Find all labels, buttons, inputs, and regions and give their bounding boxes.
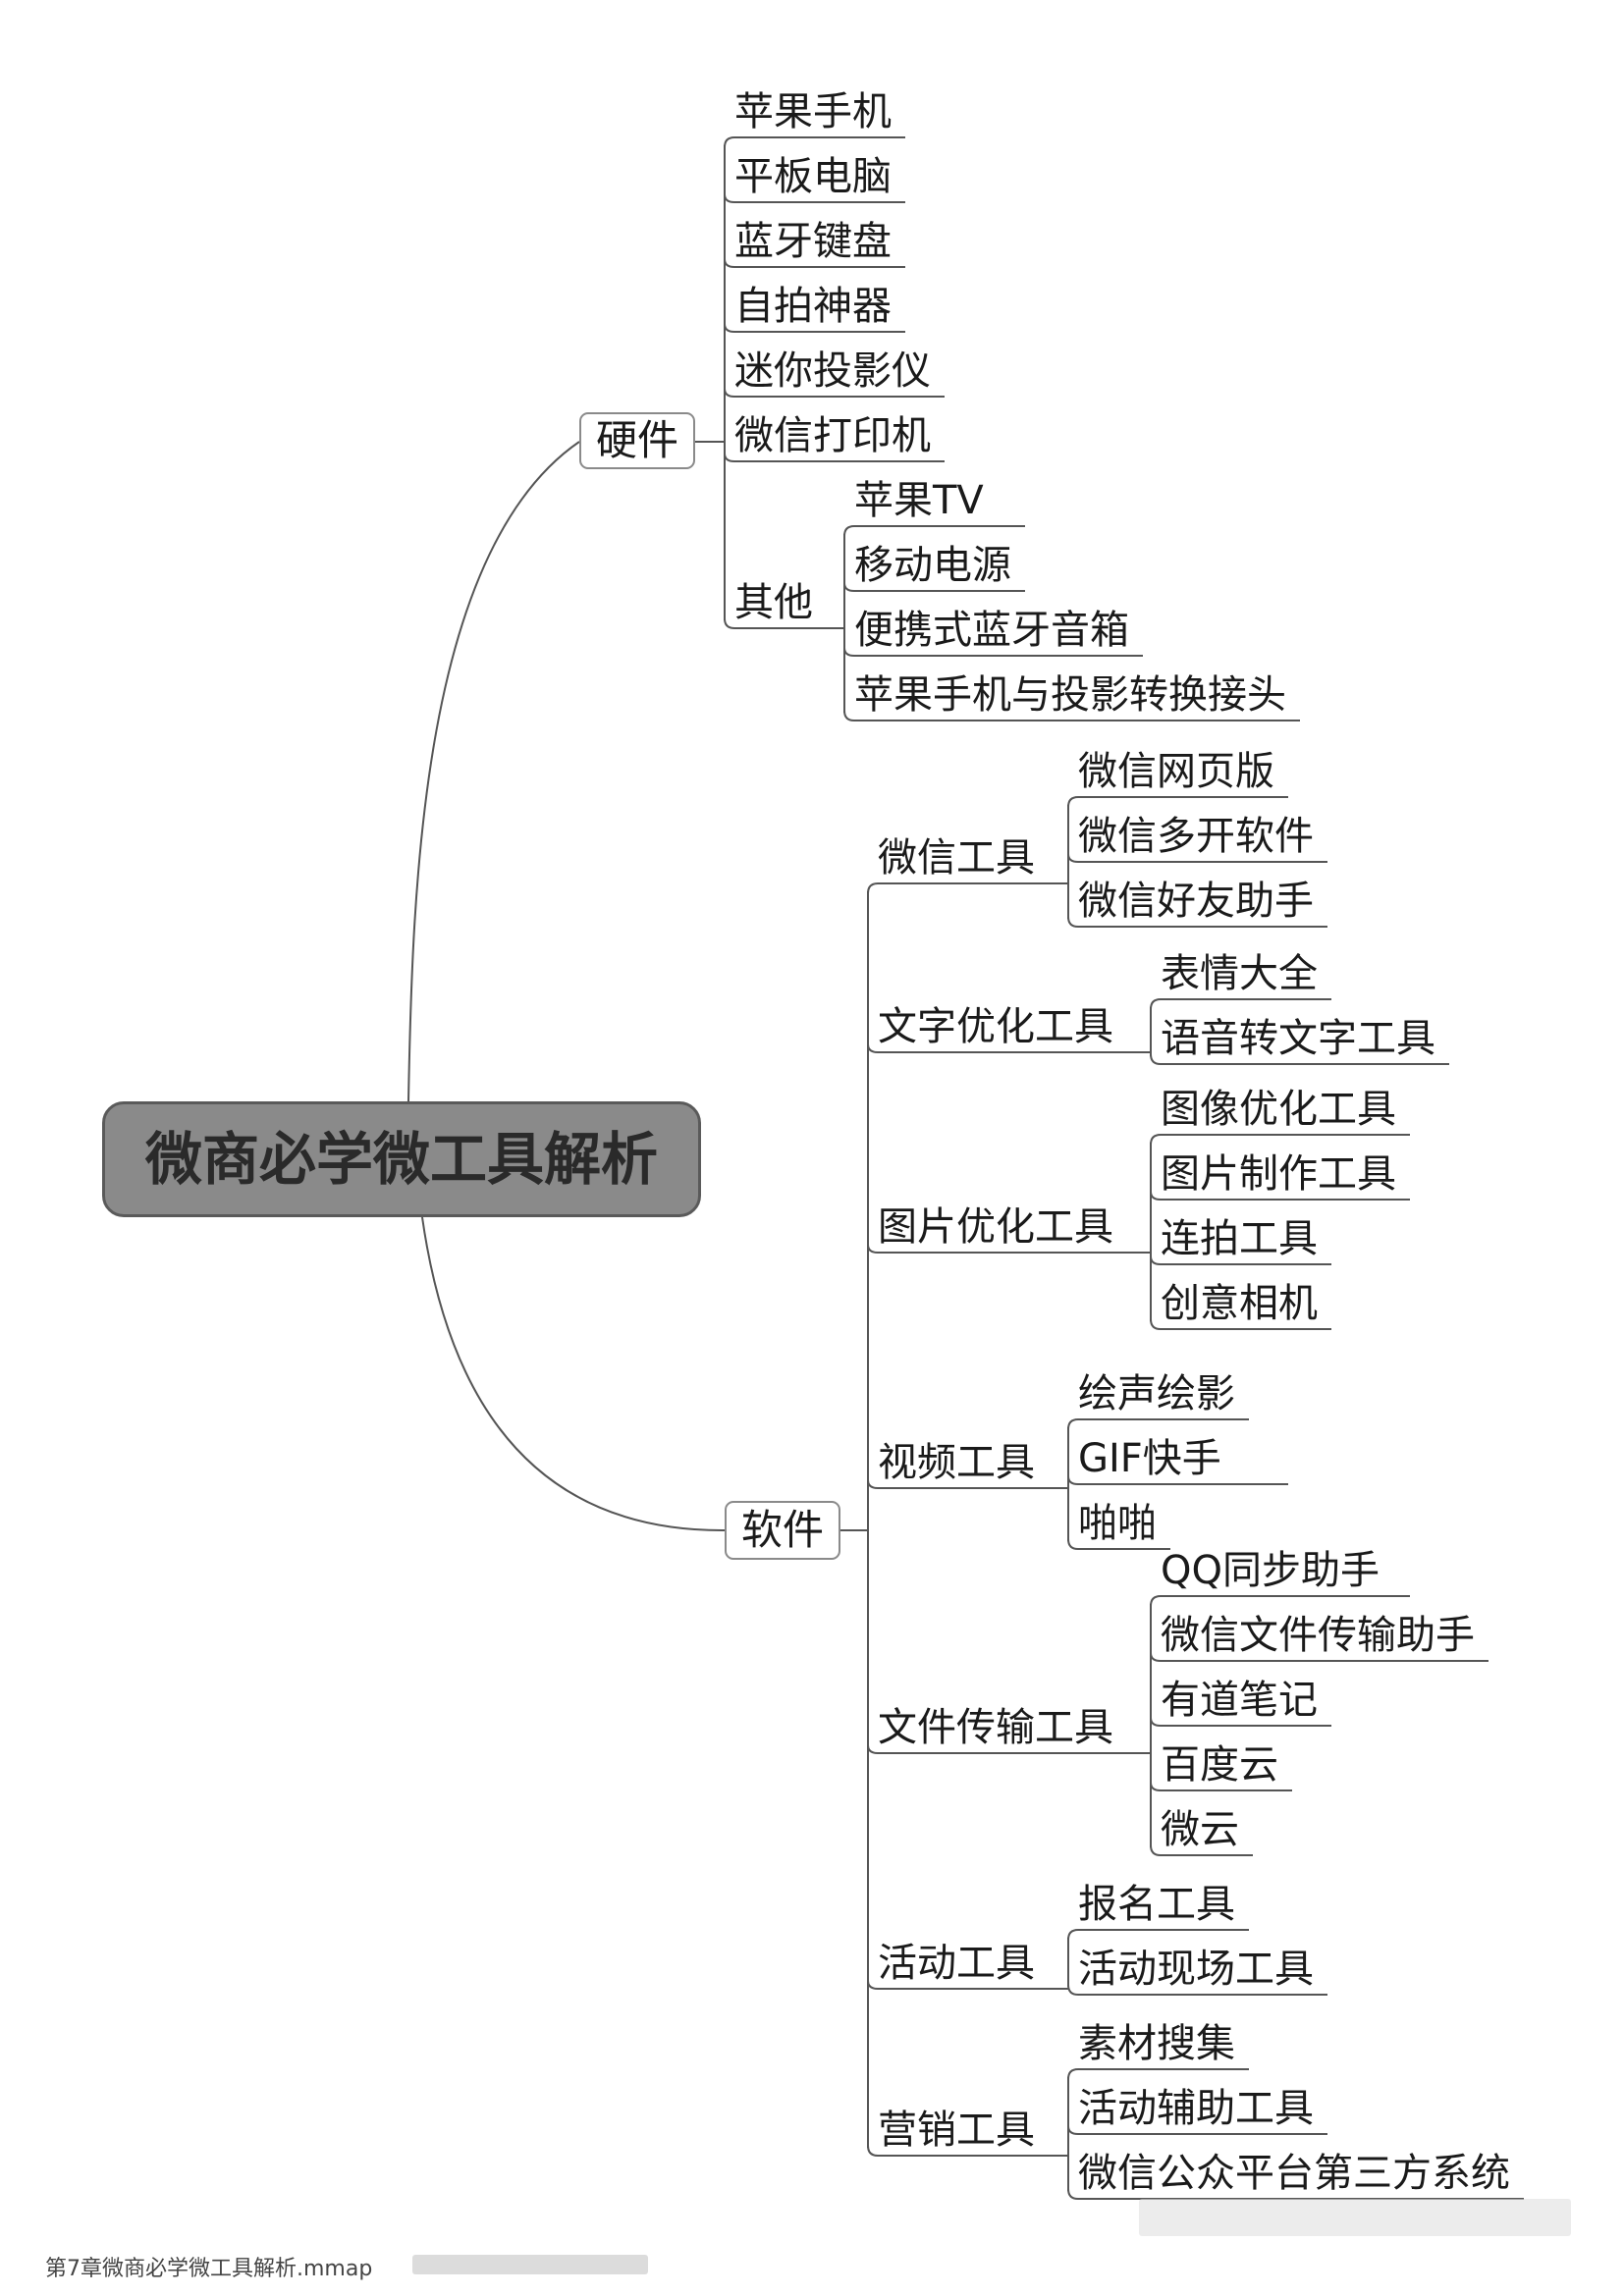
hardware-item[interactable]: 迷你投影仪 — [734, 348, 931, 394]
root-to-software-curve — [421, 1216, 726, 1532]
hardware-item[interactable]: 平板电脑 — [734, 154, 892, 199]
software-leaf-item[interactable]: GIF快手 — [1078, 1436, 1221, 1481]
software-bracket-joint — [867, 1744, 879, 1754]
software-group-bracket-joint — [1150, 1782, 1162, 1791]
other-item[interactable]: 苹果TV — [854, 478, 984, 523]
root-to-hardware-curve — [407, 441, 580, 1102]
other-bracket-joint — [843, 525, 855, 537]
software-group-bracket-joint — [1150, 1191, 1162, 1201]
hardware-bracket-joint — [724, 258, 735, 268]
software-group-node[interactable]: 微信工具 — [878, 835, 1035, 881]
software-leaf-item[interactable]: 连拍工具 — [1161, 1216, 1318, 1261]
software-group-bracket-joint — [1150, 1717, 1162, 1727]
software-group-bracket-joint — [1150, 1844, 1162, 1856]
blurred-footer-text — [412, 2255, 648, 2274]
software-leaf-item[interactable]: 素材搜集 — [1078, 2021, 1235, 2066]
software-group-bracket-joint — [1150, 1255, 1162, 1265]
software-group-bracket-joint — [1067, 916, 1079, 928]
software-leaf-item[interactable]: 有道笔记 — [1161, 1678, 1318, 1723]
software-group-node[interactable]: 图片优化工具 — [878, 1204, 1113, 1250]
hardware-item[interactable]: 自拍神器 — [734, 284, 892, 329]
software-leaf-item[interactable]: 创意相机 — [1161, 1281, 1318, 1326]
footer-filename: 第7章微商必学微工具解析.mmap — [45, 2257, 373, 2281]
hardware-bracket-joint — [724, 388, 735, 398]
software-leaf-item[interactable]: 微信多开软件 — [1078, 814, 1314, 859]
software-group-bracket-joint — [1067, 2068, 1079, 2080]
software-leaf-item[interactable]: 语音转文字工具 — [1161, 1016, 1435, 1061]
software-group-bracket-joint — [1067, 1418, 1079, 1430]
other-item[interactable]: 苹果手机与投影转换接头 — [854, 672, 1286, 718]
software-leaf-item[interactable]: 表情大全 — [1161, 951, 1318, 996]
software-group-bracket-joint — [1150, 1595, 1162, 1607]
software-group-node[interactable]: 文件传输工具 — [878, 1705, 1113, 1750]
hardware-item[interactable]: 微信打印机 — [734, 413, 931, 458]
software-leaf-item[interactable]: 活动辅助工具 — [1078, 2086, 1314, 2131]
other-item[interactable]: 移动电源 — [854, 543, 1011, 588]
hardware-other-node[interactable]: 其他 — [734, 580, 813, 625]
software-bracket-joint — [867, 2145, 879, 2157]
software-group-bracket-joint — [1067, 853, 1079, 863]
software-group-bracket-joint — [1067, 1929, 1079, 1941]
other-item[interactable]: 便携式蓝牙音箱 — [854, 608, 1129, 653]
software-leaf-item[interactable]: 微信好友助手 — [1078, 879, 1314, 924]
software-group-bracket-joint — [1150, 1318, 1162, 1330]
software-bracket-joint — [867, 1043, 879, 1053]
software-leaf-item[interactable]: 活动现场工具 — [1078, 1947, 1314, 1992]
software-group-bracket-joint — [1067, 796, 1079, 808]
software-leaf-item[interactable]: 图片制作工具 — [1161, 1151, 1396, 1197]
software-group-bracket-joint — [1150, 1652, 1162, 1662]
hardware-bracket-joint — [724, 323, 735, 333]
software-bracket-joint — [867, 1244, 879, 1254]
software-leaf-item[interactable]: 啪啪 — [1078, 1501, 1157, 1546]
other-bracket-joint — [843, 647, 855, 657]
blurred-watermark — [1139, 2199, 1571, 2236]
software-group-node[interactable]: 视频工具 — [878, 1440, 1035, 1485]
hardware-bracket-joint — [724, 193, 735, 203]
hardware-item[interactable]: 苹果手机 — [734, 89, 892, 134]
hardware-node[interactable]: 硬件 — [579, 412, 695, 469]
software-leaf-item[interactable]: 微信文件传输助手 — [1161, 1613, 1475, 1658]
software-bracket-joint — [867, 882, 879, 894]
software-group-bracket-joint — [1067, 2188, 1079, 2200]
hardware-bracket-joint — [724, 617, 735, 629]
software-group-bracket-joint — [1067, 2125, 1079, 2135]
software-group-bracket-joint — [1150, 1134, 1162, 1146]
root-node[interactable]: 微商必学微工具解析 — [102, 1101, 701, 1217]
software-leaf-item[interactable]: 报名工具 — [1078, 1882, 1235, 1927]
software-leaf-item[interactable]: 微信公众平台第三方系统 — [1078, 2151, 1510, 2196]
software-leaf-item[interactable]: 百度云 — [1161, 1742, 1278, 1788]
software-bracket-joint — [867, 1479, 879, 1489]
software-group-bracket-joint — [1067, 1475, 1079, 1485]
software-group-bracket-joint — [1067, 1538, 1079, 1550]
software-leaf-item[interactable]: 图像优化工具 — [1161, 1087, 1396, 1132]
software-group-node[interactable]: 营销工具 — [878, 2108, 1035, 2153]
software-leaf-item[interactable]: 微云 — [1161, 1807, 1239, 1852]
software-group-bracket-joint — [1150, 1053, 1162, 1065]
software-node[interactable]: 软件 — [725, 1501, 840, 1560]
software-leaf-item[interactable]: 绘声绘影 — [1078, 1371, 1235, 1416]
software-group-bracket-joint — [1150, 998, 1162, 1010]
hardware-item[interactable]: 蓝牙键盘 — [734, 219, 892, 264]
software-group-node[interactable]: 文字优化工具 — [878, 1004, 1113, 1049]
software-bracket-joint — [867, 1980, 879, 1990]
hardware-bracket-joint — [724, 136, 735, 148]
hardware-bracket-joint — [724, 453, 735, 462]
other-bracket-joint — [843, 582, 855, 592]
software-group-bracket-joint — [1067, 1984, 1079, 1996]
other-bracket-joint — [843, 710, 855, 721]
software-leaf-item[interactable]: 微信网页版 — [1078, 749, 1274, 794]
software-group-node[interactable]: 活动工具 — [878, 1941, 1035, 1986]
software-leaf-item[interactable]: QQ同步助手 — [1161, 1548, 1380, 1593]
